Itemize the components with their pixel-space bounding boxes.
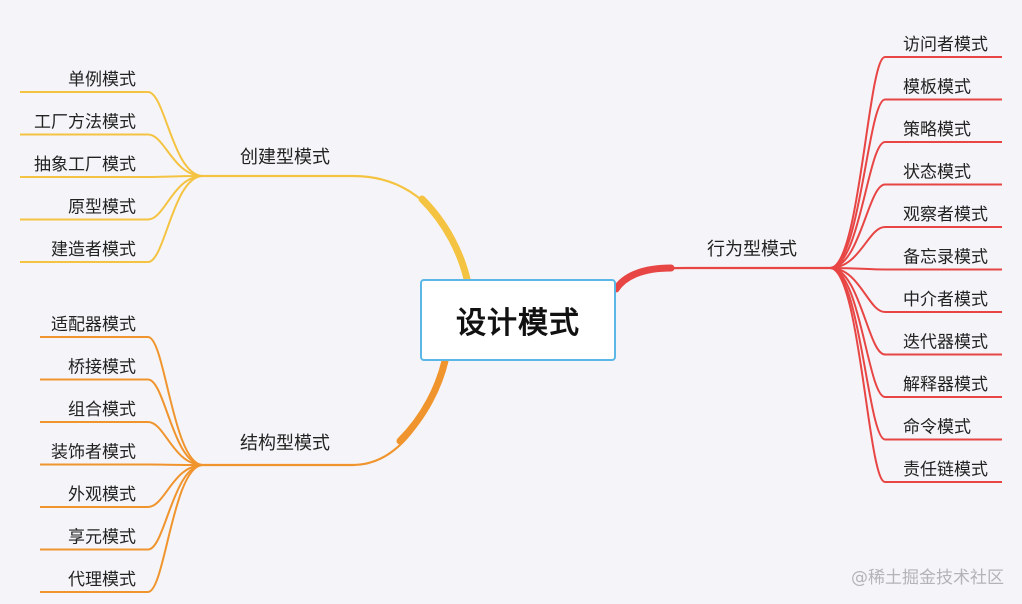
- leaf-connector: [40, 378, 204, 466]
- branch-label-structural[interactable]: 结构型模式: [240, 433, 330, 454]
- leaf-label[interactable]: 观察者模式: [903, 205, 988, 225]
- leaf-label[interactable]: 模板模式: [903, 78, 971, 98]
- leaf-label[interactable]: 命令模式: [903, 418, 971, 438]
- leaf-connector: [829, 226, 1002, 269]
- leaf-label[interactable]: 单例模式: [68, 70, 136, 90]
- branch-trunk: [203, 174, 469, 280]
- branch-trunk-thick: [396, 357, 449, 445]
- leaf-connector: [20, 175, 204, 221]
- leaf-connector: [829, 267, 1002, 271]
- leaf-connector: [20, 91, 204, 177]
- leaf-label[interactable]: 适配器模式: [51, 315, 136, 335]
- leaf-connector: [829, 267, 1002, 313]
- branch-trunk-thick: [418, 195, 471, 283]
- leaf-connector: [829, 267, 1002, 356]
- leaf-label[interactable]: 解释器模式: [903, 375, 988, 395]
- leaf-label[interactable]: 策略模式: [903, 120, 971, 140]
- leaf-connector: [20, 175, 204, 263]
- leaf-connector: [829, 267, 1002, 398]
- root-node[interactable]: 设计模式: [420, 279, 616, 361]
- leaf-connector: [40, 464, 204, 508]
- branch-label-creational[interactable]: 创建型模式: [240, 147, 330, 168]
- leaf-label[interactable]: 代理模式: [68, 570, 136, 590]
- leaf-label[interactable]: 责任链模式: [903, 460, 988, 480]
- leaf-label[interactable]: 外观模式: [68, 485, 136, 505]
- leaf-connector: [40, 464, 204, 551]
- watermark: @稀土掘金技术社区: [851, 568, 1004, 588]
- leaf-connector: [829, 56, 1002, 269]
- leaf-label[interactable]: 组合模式: [68, 400, 136, 420]
- leaf-label[interactable]: 享元模式: [68, 528, 136, 548]
- branch-label-behavioral[interactable]: 行为型模式: [707, 239, 797, 260]
- branch-behavioral: 行为型模式 访问者模式模板模式策略模式状态模式观察者模式备忘录模式中介者模式迭代器…: [612, 35, 1002, 483]
- leaf-label[interactable]: 原型模式: [68, 198, 136, 218]
- leaf-label[interactable]: 抽象工厂模式: [34, 155, 136, 175]
- leaf-label[interactable]: 状态模式: [903, 163, 971, 183]
- leaf-connector: [40, 336, 204, 466]
- leaf-label[interactable]: 中介者模式: [903, 290, 988, 310]
- leaf-connector: [40, 464, 204, 593]
- leaf-connector: [40, 463, 204, 466]
- leaf-label[interactable]: 建造者模式: [51, 240, 136, 260]
- leaf-label[interactable]: 装饰者模式: [51, 443, 136, 463]
- leaf-connector: [829, 98, 1002, 269]
- leaf-label[interactable]: 工厂方法模式: [34, 113, 136, 133]
- leaf-label[interactable]: 桥接模式: [68, 358, 136, 378]
- leaf-connector: [20, 175, 204, 178]
- leaf-label[interactable]: 访问者模式: [903, 35, 988, 55]
- leaf-label[interactable]: 备忘录模式: [903, 248, 988, 268]
- leaf-connector: [40, 421, 204, 466]
- leaf-connector: [829, 267, 1002, 483]
- leaf-label[interactable]: 迭代器模式: [903, 333, 988, 353]
- leaf-connector: [829, 183, 1002, 269]
- branch-trunk-thick: [612, 264, 675, 293]
- leaf-connector: [20, 133, 204, 177]
- root-node-label: 设计模式: [456, 306, 580, 341]
- leaf-connector: [829, 141, 1002, 269]
- leaf-connector: [829, 267, 1002, 441]
